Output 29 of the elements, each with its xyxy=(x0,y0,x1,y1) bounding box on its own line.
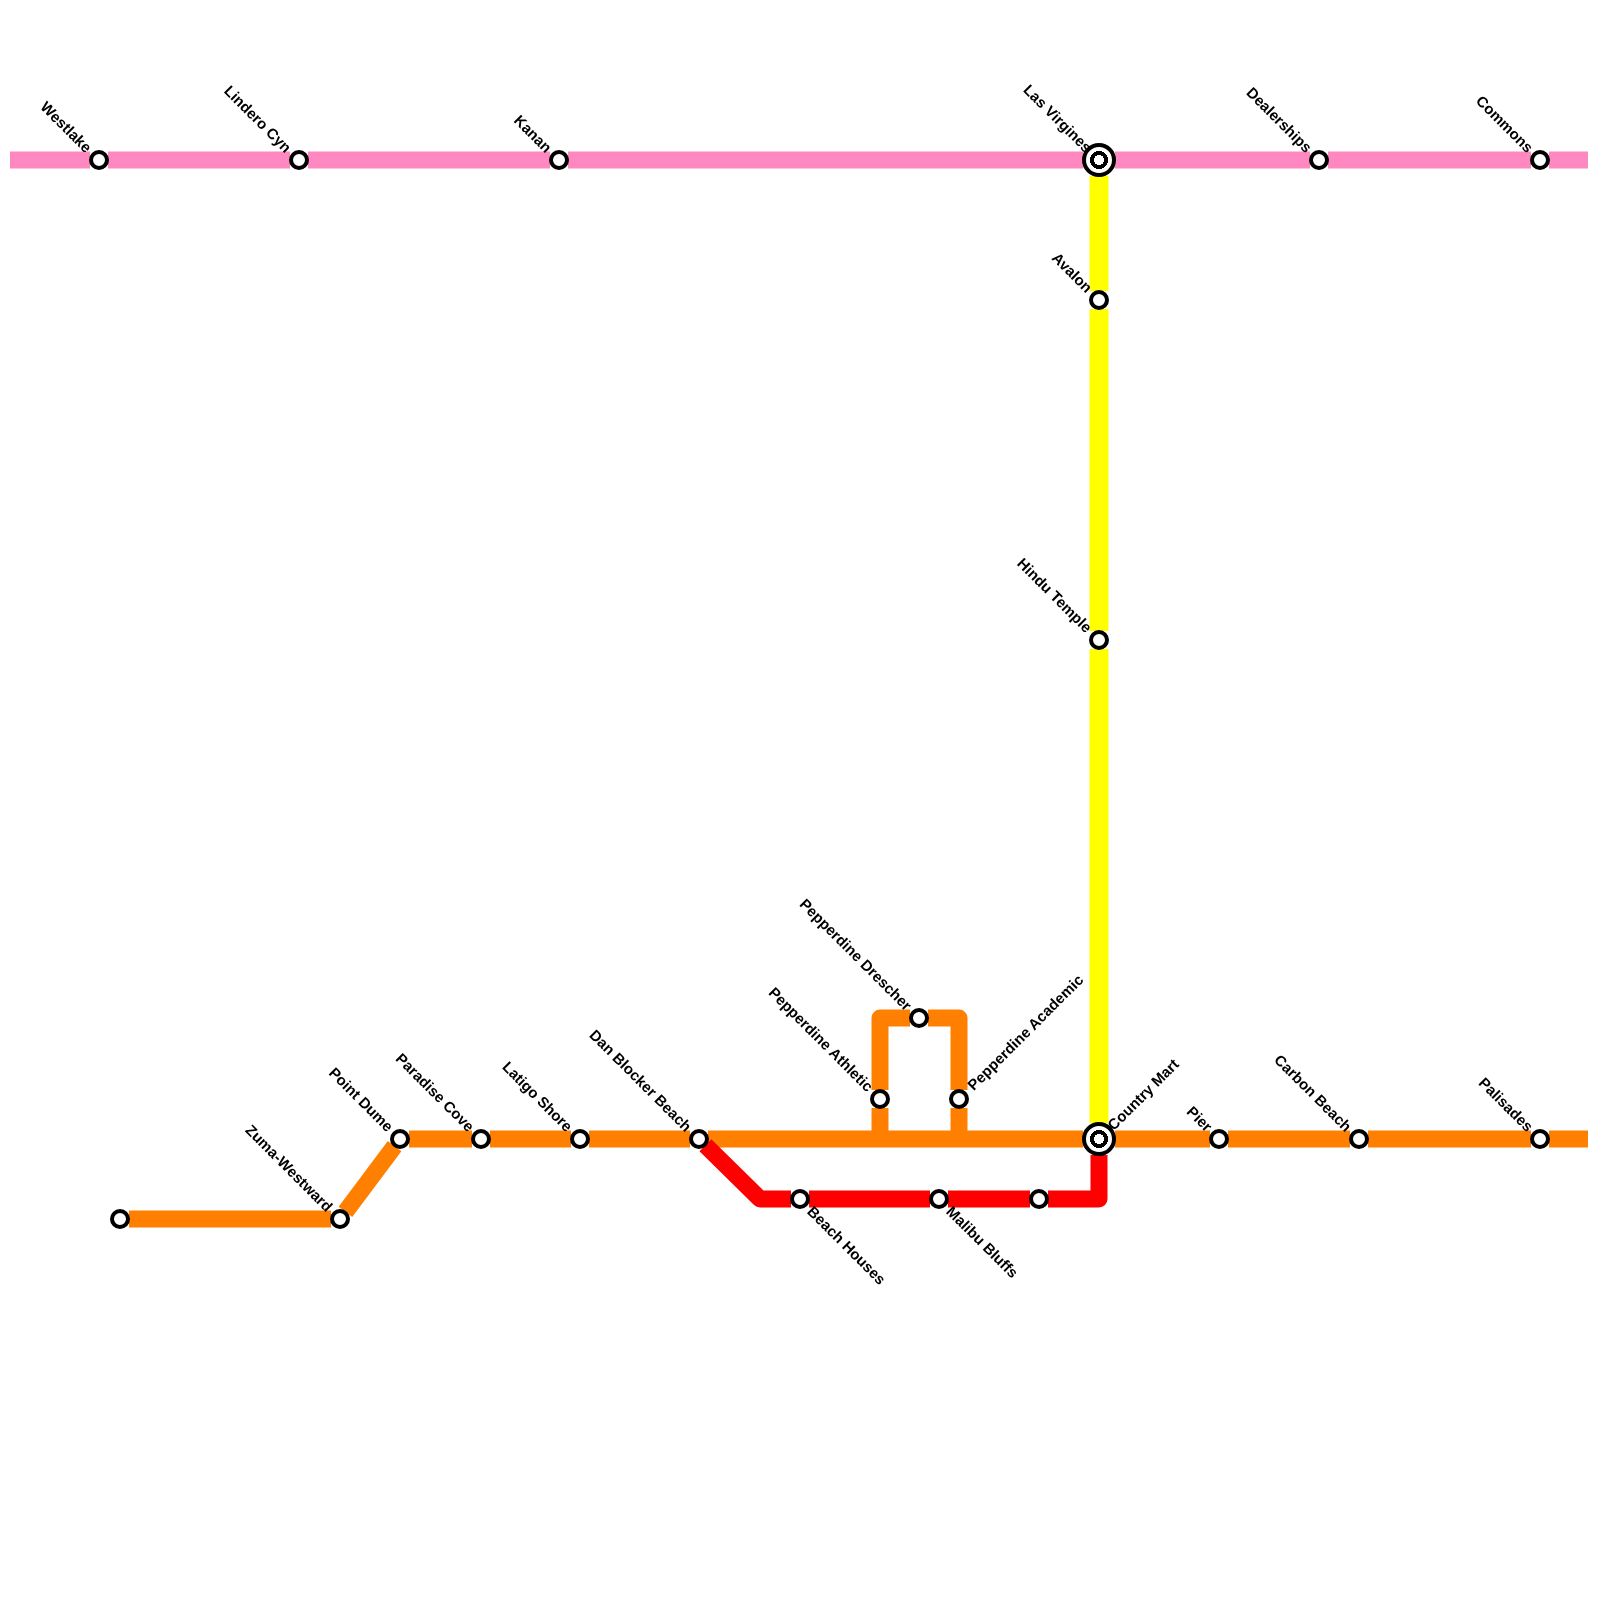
transit-line xyxy=(568,151,1083,169)
station-marker xyxy=(1029,1189,1049,1209)
transit-line xyxy=(490,1130,571,1148)
transit-line xyxy=(1089,649,1109,1123)
transit-line xyxy=(871,1009,910,1090)
transit-line xyxy=(1115,151,1310,169)
transit-line xyxy=(948,1190,1030,1208)
transit-line xyxy=(1328,151,1531,169)
transit-line xyxy=(699,1139,791,1208)
transit-line xyxy=(1089,309,1109,631)
transit-line xyxy=(308,151,550,169)
transit-line xyxy=(1368,1130,1531,1148)
station-label: Pier xyxy=(1182,1102,1217,1137)
transit-line xyxy=(1089,176,1109,291)
transit-line xyxy=(409,1130,472,1148)
transit-line xyxy=(338,1141,402,1217)
transit-line xyxy=(1228,1130,1350,1148)
transit-line xyxy=(1549,1130,1588,1148)
transit-line xyxy=(928,1009,968,1090)
transit-line xyxy=(589,1130,690,1148)
transit-line xyxy=(10,151,90,169)
transit-line xyxy=(809,1190,930,1208)
station-marker xyxy=(110,1209,130,1229)
transit-line xyxy=(129,1210,331,1228)
transit-line xyxy=(108,151,290,169)
transit-line xyxy=(1048,1155,1108,1208)
transit-line xyxy=(1115,1130,1210,1148)
transit-line xyxy=(1549,151,1588,169)
transit-line xyxy=(708,1130,1083,1148)
